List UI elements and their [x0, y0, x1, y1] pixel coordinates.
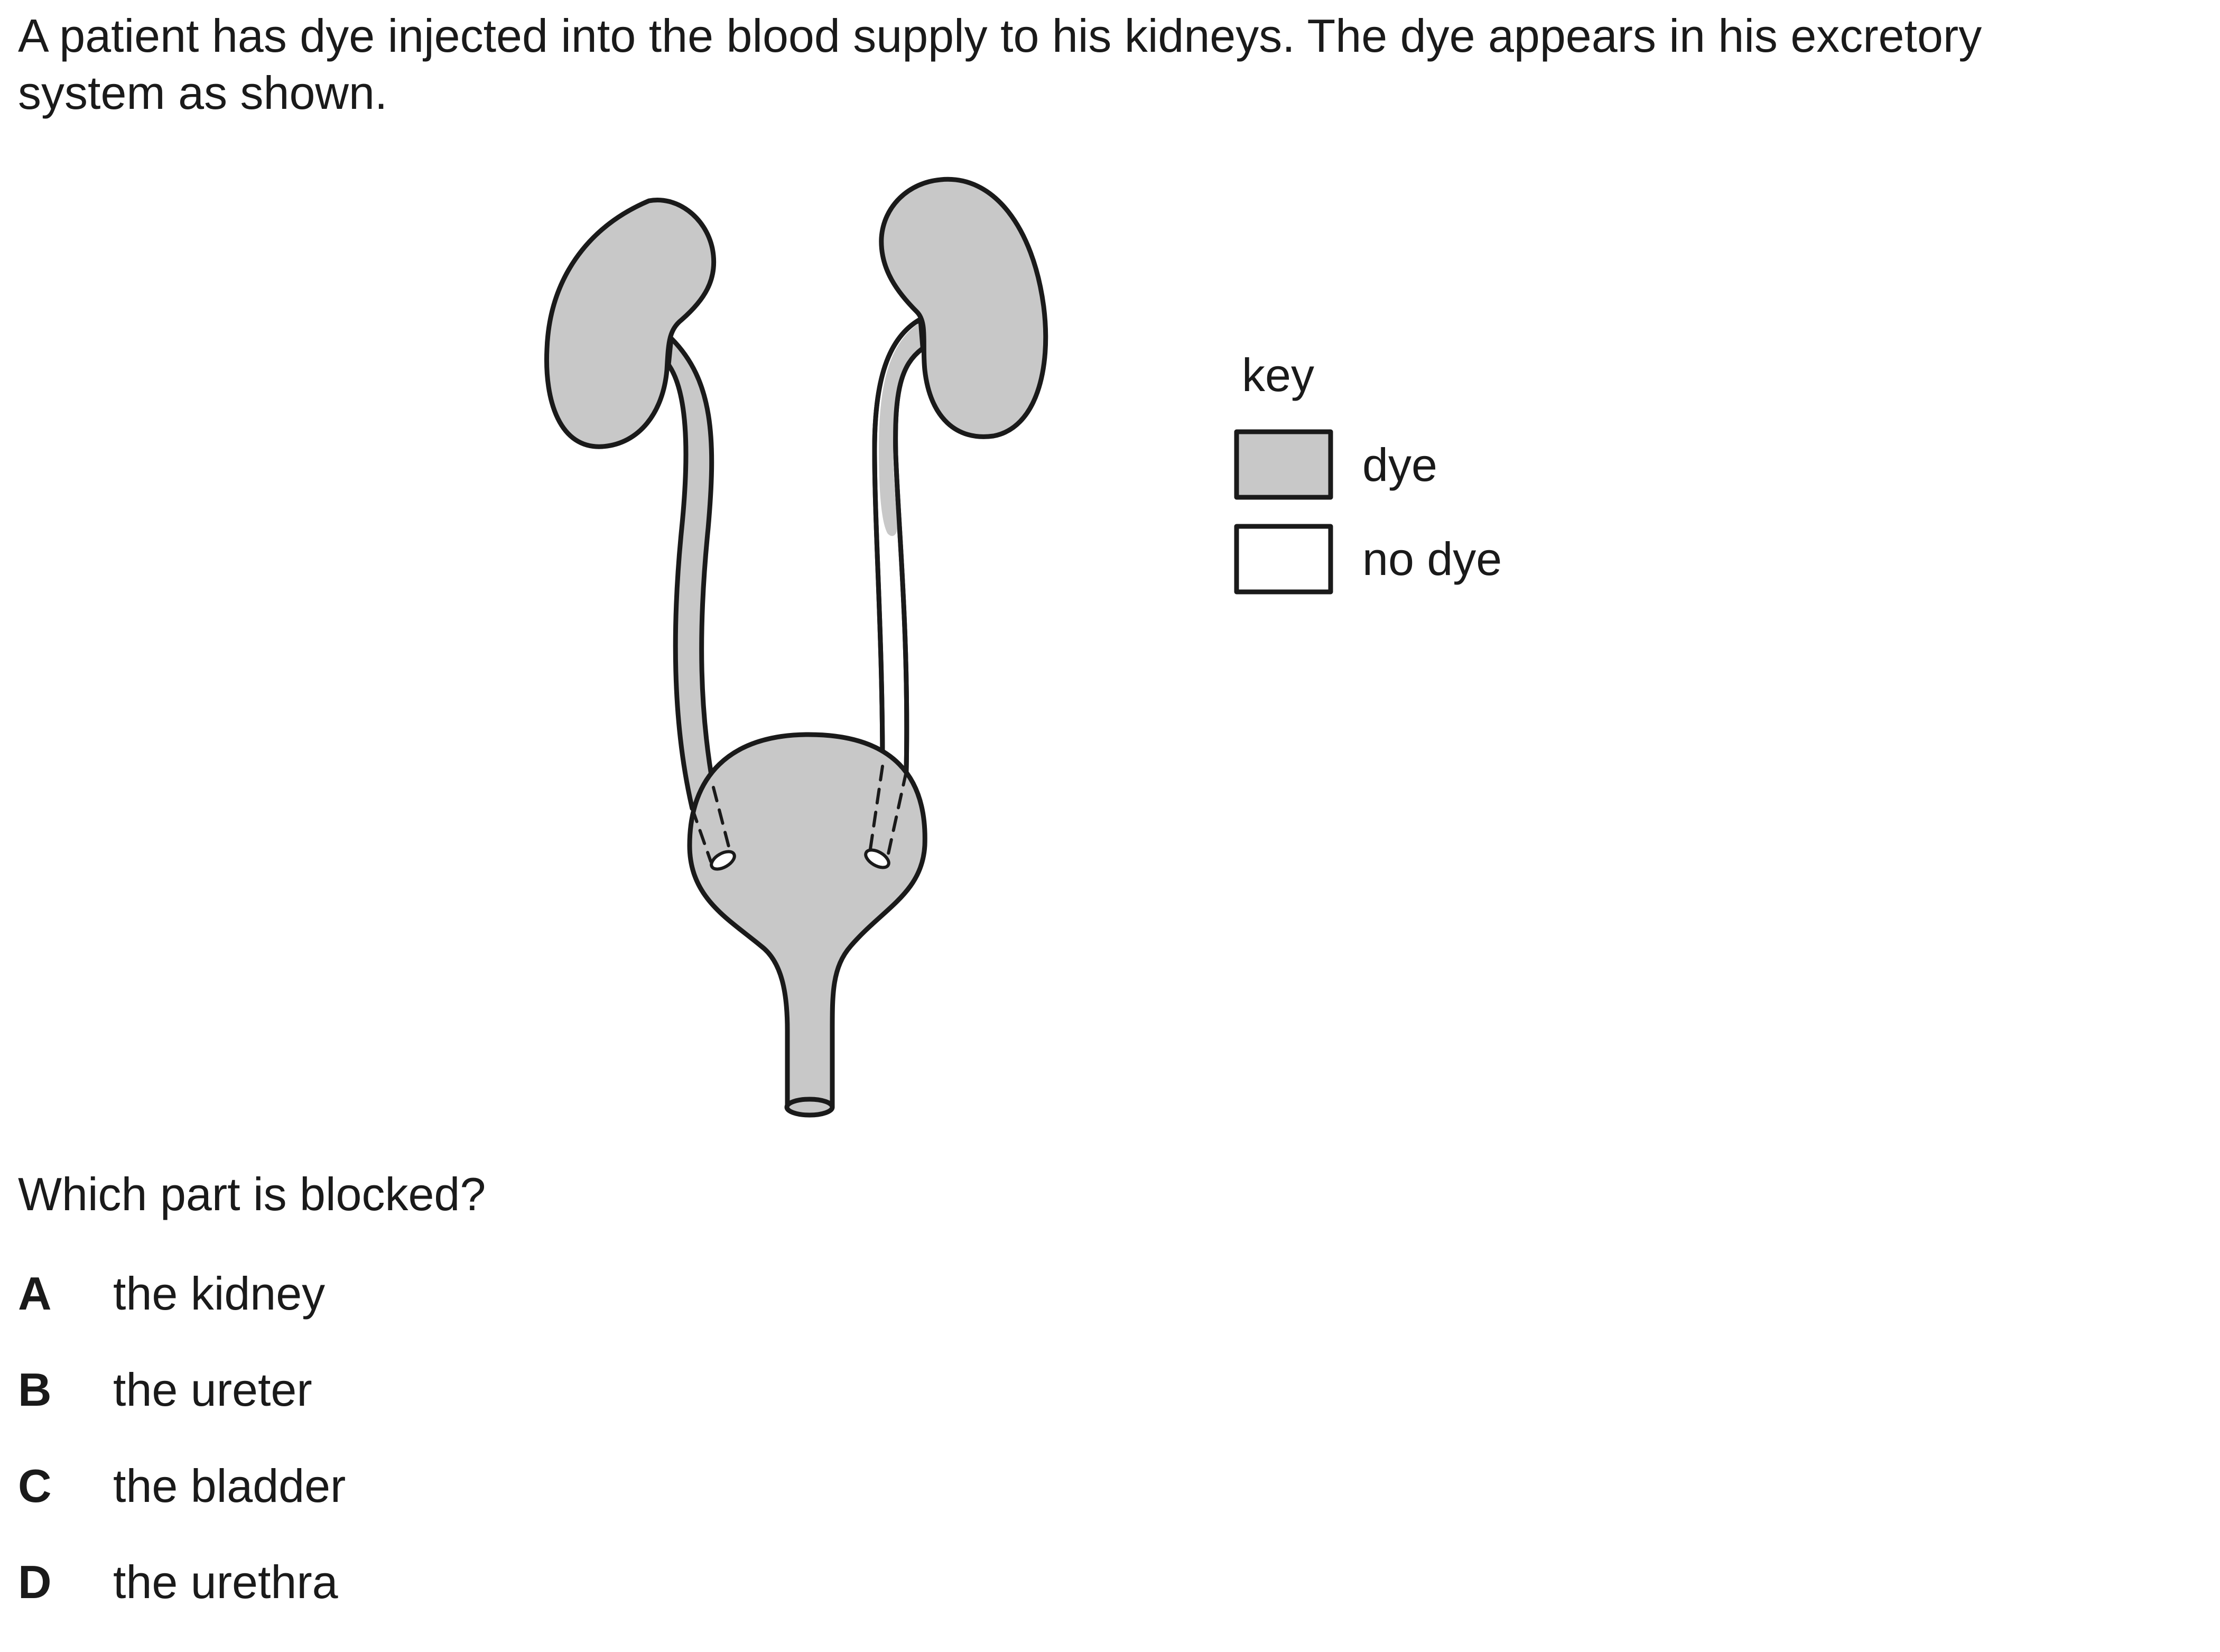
ureter-entry-dashes — [691, 765, 908, 863]
option-text: the ureter — [113, 1363, 312, 1416]
question-prompt: Which part is blocked? — [18, 1168, 486, 1220]
right-kidney — [879, 177, 1048, 439]
key-title: key — [1242, 349, 1314, 401]
option-letter: B — [18, 1363, 52, 1416]
bladder — [687, 732, 927, 1110]
question-stem-line-2: system as shown. — [18, 67, 388, 119]
key-no-dye-swatch — [1234, 524, 1333, 595]
key-dye-swatch — [1234, 429, 1333, 500]
option-letter: A — [18, 1267, 52, 1320]
option-letter: C — [18, 1460, 52, 1512]
option-text: the bladder — [113, 1460, 346, 1512]
right-ureter-opening — [864, 848, 890, 869]
answer-options: A the kidney B the ureter C the bladder … — [18, 1267, 346, 1652]
left-ureter — [666, 336, 716, 811]
option-d[interactable]: D the urethra — [18, 1556, 346, 1652]
option-c[interactable]: C the bladder — [18, 1460, 346, 1556]
left-kidney — [544, 198, 717, 449]
option-a[interactable]: A the kidney — [18, 1267, 346, 1363]
right-ureter-dye-segment — [879, 323, 921, 536]
left-ureter-opening — [710, 850, 736, 871]
question-stem-line-1: A patient has dye injected into the bloo… — [18, 10, 1982, 62]
option-b[interactable]: B the ureter — [18, 1363, 346, 1460]
question-stem: A patient has dye injected into the bloo… — [18, 7, 2185, 122]
key-no-dye-label: no dye — [1362, 533, 1502, 585]
option-text: the kidney — [113, 1267, 326, 1320]
right-ureter-outline — [872, 317, 925, 774]
urethra-opening — [784, 1097, 835, 1118]
option-text: the urethra — [113, 1556, 338, 1608]
key-dye-label: dye — [1362, 439, 1437, 491]
option-letter: D — [18, 1556, 52, 1608]
